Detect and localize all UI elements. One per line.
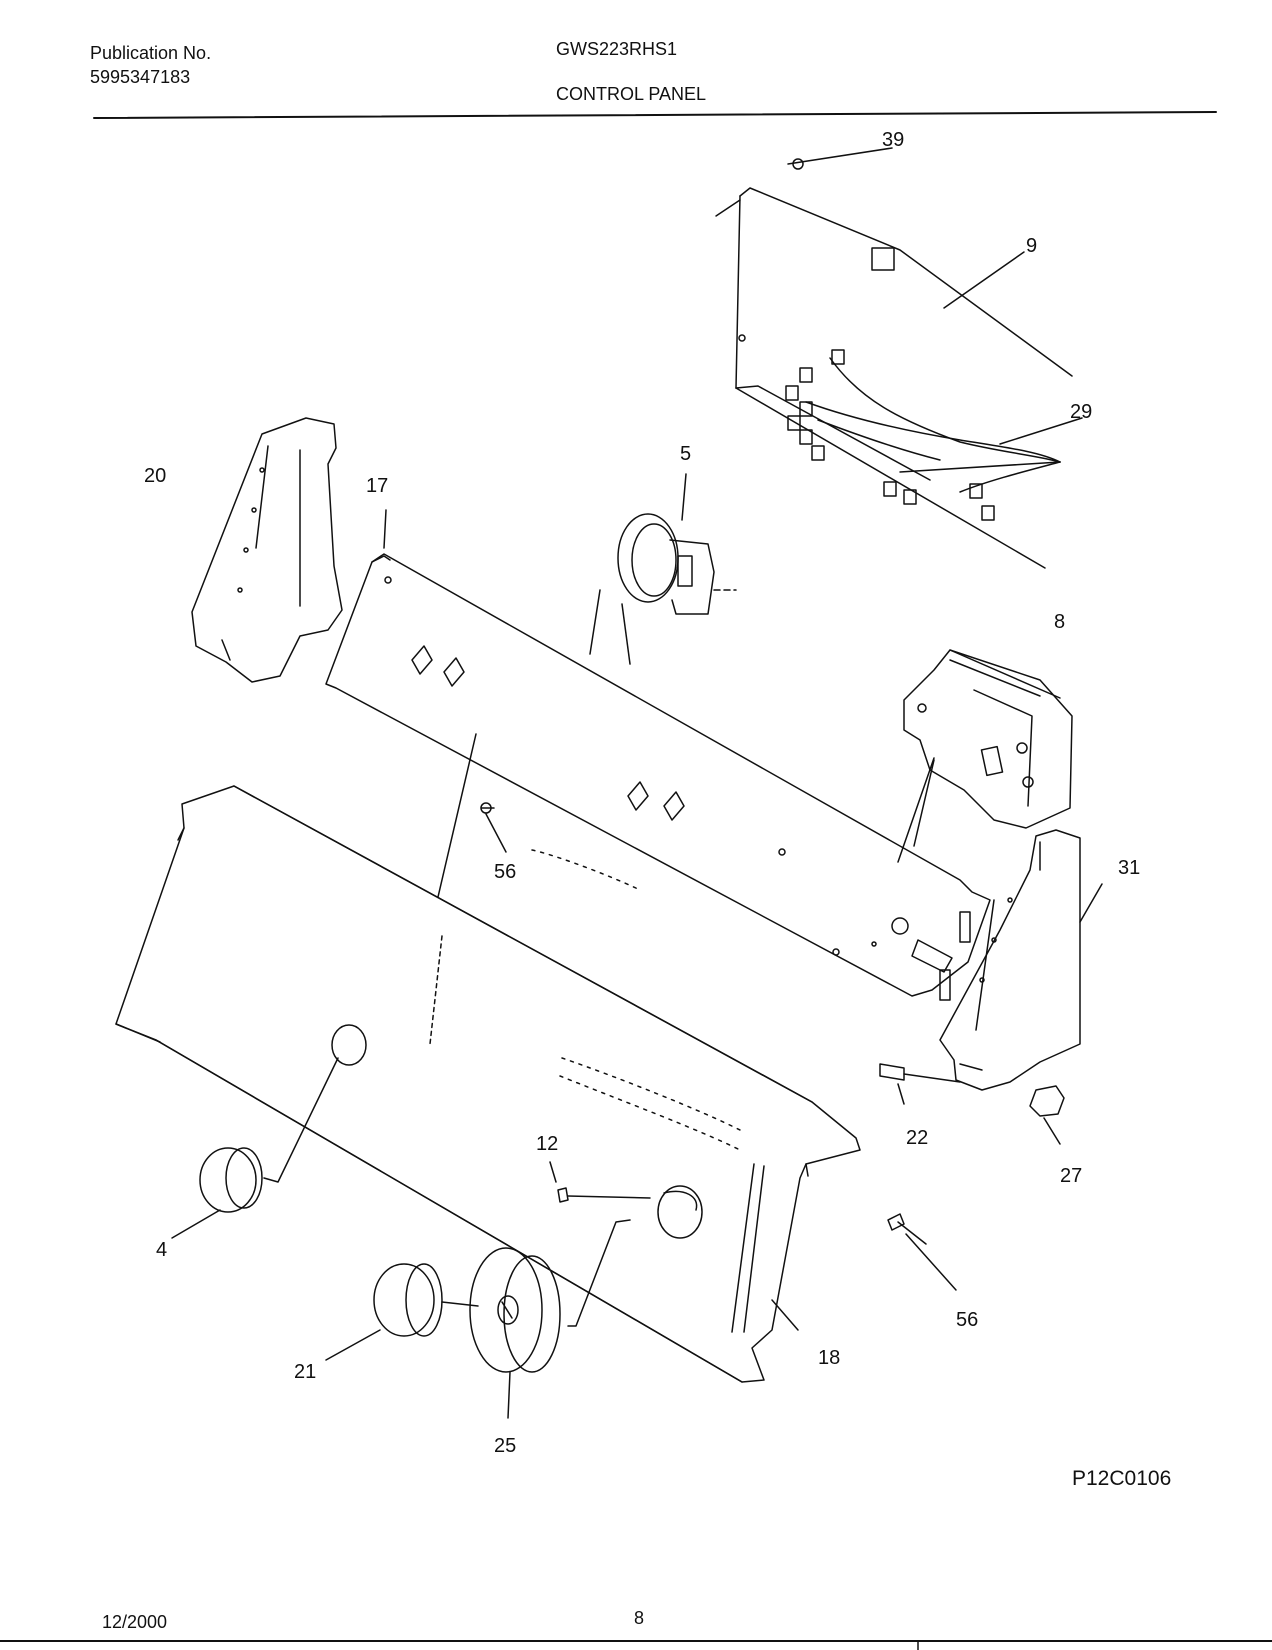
- callout-12: 12: [536, 1133, 558, 1155]
- callout-22: 22: [906, 1127, 928, 1149]
- callout-20: 20: [144, 465, 166, 487]
- part-21-knob-cap: [325, 1263, 479, 1361]
- part-9-rear-bracket: [715, 187, 1073, 569]
- part-4-knob: [171, 1057, 339, 1239]
- leader-lines: [383, 147, 1103, 1331]
- callout-4: 4: [156, 1239, 167, 1261]
- footer-date: 12/2000: [102, 1612, 168, 1632]
- callout-17: 17: [366, 475, 388, 497]
- callout-39: 39: [882, 129, 904, 151]
- part-8-timer: [897, 649, 1073, 863]
- part-29-wiring-harness: [785, 349, 1061, 521]
- callout-27: 27: [1060, 1165, 1082, 1187]
- callout-56-upper: 56: [494, 861, 516, 883]
- part-12-screw: [549, 1161, 651, 1203]
- part-20-left-end-cap: [191, 417, 343, 683]
- callout-18: 18: [818, 1347, 840, 1369]
- callout-8: 8: [1054, 611, 1065, 633]
- part-25-dial-skirt: [469, 1219, 631, 1419]
- callout-25: 25: [494, 1435, 516, 1457]
- header-rule: [93, 111, 1217, 119]
- page-number: 8: [634, 1608, 645, 1628]
- callout-29: 29: [1070, 401, 1092, 423]
- part-18-console: [115, 733, 861, 1383]
- callout-9: 9: [1026, 235, 1037, 257]
- part-5-selector-switch: [589, 513, 737, 665]
- callout-21: 21: [294, 1361, 316, 1383]
- part-22-screw: [879, 1063, 961, 1105]
- part-56-screw-lower: [887, 1213, 957, 1291]
- callout-56-lower: 56: [956, 1309, 978, 1331]
- callout-5: 5: [680, 443, 691, 465]
- callout-31: 31: [1118, 857, 1140, 879]
- part-56-screw-upper: [480, 802, 507, 853]
- part-17-control-panel: [325, 553, 991, 1001]
- part-27-clip: [1029, 1085, 1065, 1145]
- diagram-code: P12C0106: [1072, 1467, 1172, 1490]
- section-title: CONTROL PANEL: [556, 84, 707, 104]
- model-number: GWS223RHS1: [556, 39, 678, 59]
- part-31-right-end-cap: [939, 829, 1081, 1091]
- publication-number: 5995347183: [90, 67, 191, 87]
- publication-label: Publication No.: [90, 43, 212, 63]
- callout-numbers: 39 9 29 20 17 5 8 56 31 22 27 12 4 56 18…: [144, 129, 1140, 1457]
